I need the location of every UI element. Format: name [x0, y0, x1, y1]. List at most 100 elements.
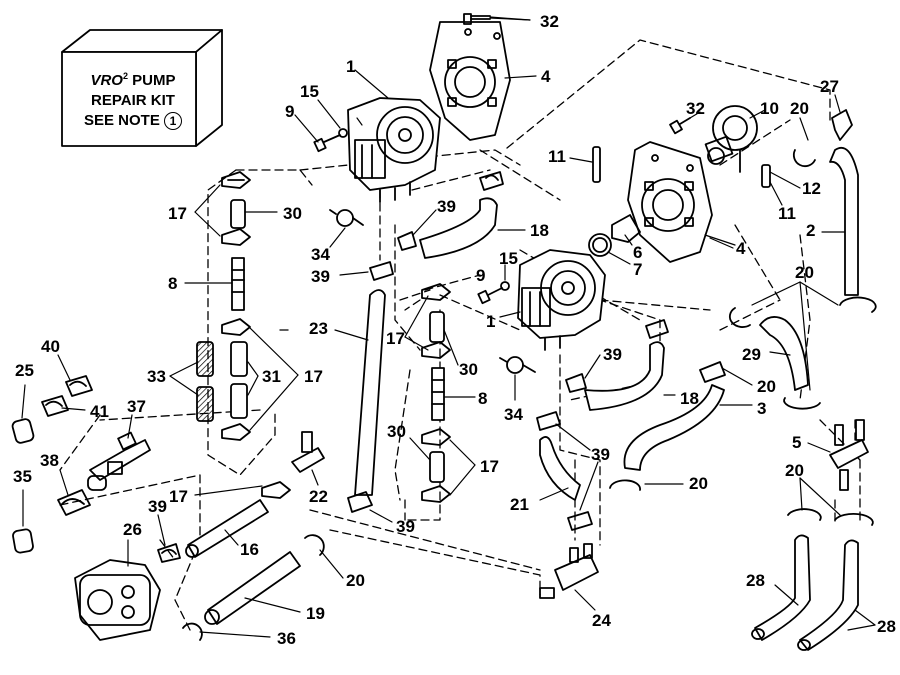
fitting-8-center	[431, 367, 476, 421]
callout-3: 3	[757, 399, 767, 418]
screw-32-lower	[669, 111, 701, 135]
clamp-17-center-mid	[404, 295, 451, 359]
callout-5: 5	[792, 433, 802, 452]
callout-28: 28	[746, 571, 765, 590]
callout-26: 26	[123, 520, 142, 539]
kit-line-1-suffix: PUMP	[132, 72, 176, 89]
clamp-17-top-b	[194, 184, 251, 246]
hose-18-upper	[419, 197, 526, 259]
hose-2	[821, 146, 859, 296]
clamp-20-right-c	[783, 397, 821, 410]
callout-18: 18	[530, 221, 549, 240]
callout-38: 38	[40, 451, 59, 470]
clamp-39-lower-left	[157, 514, 181, 563]
callout-11: 11	[778, 204, 796, 223]
hose-3	[623, 384, 753, 471]
callout-20: 20	[790, 99, 809, 118]
kit-line-3-text: SEE NOTE	[83, 112, 160, 129]
callout-35: 35	[13, 467, 32, 486]
callout-1: 1	[486, 312, 496, 331]
clamp-17-mid-b	[221, 327, 299, 441]
callout-24: 24	[592, 611, 611, 630]
callout-4: 4	[541, 67, 551, 86]
clamp-39-upper-a	[479, 171, 504, 191]
note-number-circle: 1	[164, 112, 183, 130]
clamp-20-near-hose-3	[609, 479, 684, 491]
primer-valve-10	[704, 105, 766, 173]
callout-20: 20	[346, 571, 365, 590]
callout-20: 20	[757, 377, 776, 396]
callout-15: 15	[300, 82, 319, 101]
hose-29	[759, 316, 809, 391]
clamp-39-near-hose-21	[536, 411, 599, 531]
kit-line-2: REPAIR KIT	[91, 92, 175, 109]
callout-19: 19	[306, 604, 325, 623]
hose-23	[334, 289, 386, 496]
fuel-pump-lower	[499, 249, 606, 351]
hose-28-b	[797, 539, 876, 651]
filter-30-center-top	[429, 311, 459, 366]
clamp-17-center-top	[421, 283, 451, 301]
callout-8: 8	[478, 389, 488, 408]
callout-10: 10	[760, 99, 779, 118]
hose-28-a	[751, 534, 811, 641]
callout-39: 39	[603, 345, 622, 364]
callout-11: 11	[548, 147, 566, 166]
kit-line-3: SEE NOTE 1	[66, 111, 200, 131]
bolt-9-lower	[477, 264, 510, 305]
callout-23: 23	[309, 319, 328, 338]
callout-4: 4	[736, 239, 746, 258]
callout-17: 17	[169, 487, 188, 506]
callout-21: 21	[510, 495, 529, 514]
callout-7: 7	[633, 260, 643, 279]
fitting-11-upper	[569, 146, 601, 183]
clamp-41	[41, 395, 86, 417]
tee-fitting-5	[807, 419, 869, 491]
hose-21	[539, 436, 581, 501]
pump-bracket-upper	[429, 21, 511, 141]
clamp-39-upper-c	[339, 261, 394, 281]
callout-33: 33	[147, 367, 166, 386]
callout-17: 17	[480, 457, 499, 476]
callout-29: 29	[742, 345, 761, 364]
connector-33-b	[169, 361, 214, 422]
filter-30-upper-left	[230, 199, 278, 229]
pump-bracket-lower	[627, 141, 736, 263]
callout-30: 30	[283, 204, 302, 223]
callout-30: 30	[387, 422, 406, 441]
clamp-39-upper-b	[397, 209, 437, 251]
callout-28: 28	[877, 617, 896, 636]
gasket-6	[611, 214, 641, 246]
repair-kit-box	[61, 29, 223, 147]
clamp-20-upper-right	[792, 117, 816, 168]
callout-9: 9	[476, 266, 486, 285]
callout-16: 16	[240, 540, 259, 559]
callout-9: 9	[285, 102, 295, 121]
check-valve-34-lower	[499, 356, 536, 401]
callout-17: 17	[168, 204, 187, 223]
callout-34: 34	[504, 405, 523, 424]
callout-22: 22	[309, 487, 328, 506]
connector-31-b	[230, 361, 259, 419]
plug-25	[11, 384, 35, 444]
clamp-38	[57, 469, 91, 516]
fitting-11-right	[761, 164, 801, 206]
callout-12: 12	[802, 179, 821, 198]
clamp-17-center-low	[421, 428, 451, 446]
clamp-40	[57, 354, 93, 397]
callout-32: 32	[686, 99, 705, 118]
callout-25: 25	[15, 361, 34, 380]
callout-20: 20	[785, 461, 804, 480]
callout-8: 8	[168, 274, 178, 293]
callout-39: 39	[396, 517, 415, 536]
clamp-17-near-tee	[194, 481, 291, 499]
hose-18-lower	[584, 341, 676, 411]
callout-30: 30	[459, 360, 478, 379]
hose-19	[204, 551, 301, 625]
clamp-20-lower-right-b	[799, 477, 874, 526]
callout-17: 17	[304, 367, 323, 386]
filter-housing-26	[74, 539, 161, 641]
repair-kit-label: VRO2 PUMP REPAIR KIT SEE NOTE 1	[66, 66, 200, 131]
callout-20: 20	[795, 263, 814, 282]
